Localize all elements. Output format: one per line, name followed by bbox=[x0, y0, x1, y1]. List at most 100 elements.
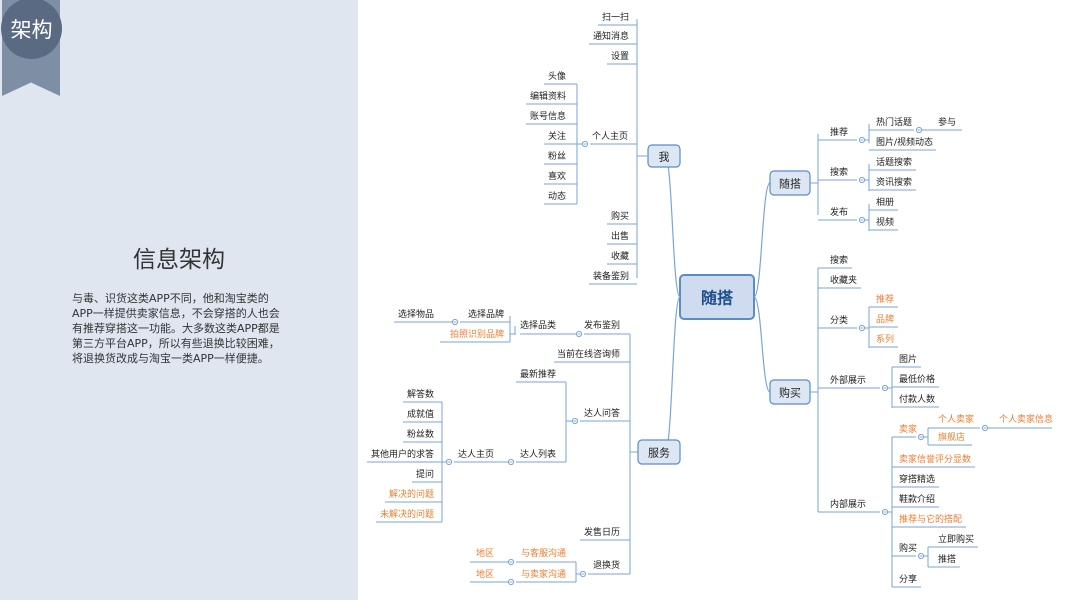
seller-label: 卖家 bbox=[899, 423, 917, 435]
personal-item-label: 账号信息 bbox=[530, 110, 566, 122]
external-display-label: 外部展示 bbox=[830, 374, 866, 386]
expert-home-item-label: 成就值 bbox=[407, 408, 434, 420]
collapse-toggle-icon[interactable] bbox=[571, 417, 579, 425]
recommend-label: 推荐 bbox=[830, 126, 848, 138]
suida-search-item-label: 资讯搜索 bbox=[876, 176, 912, 188]
me-item-label: 购买 bbox=[611, 210, 629, 222]
select-item-label: 选择物品 bbox=[398, 308, 434, 320]
me-item-label: 装备鉴别 bbox=[593, 270, 629, 282]
expert-qa-label: 达人问答 bbox=[584, 407, 620, 419]
collapse-toggle-icon[interactable] bbox=[451, 318, 459, 326]
collapse-toggle-icon[interactable] bbox=[445, 458, 453, 466]
publish-item-label: 相册 bbox=[876, 196, 894, 208]
branch-suida-label: 随搭 bbox=[779, 177, 801, 191]
branch-connector bbox=[664, 155, 681, 298]
publish-label: 发布 bbox=[830, 206, 848, 218]
collapse-toggle-icon[interactable] bbox=[917, 552, 925, 560]
me-item-label: 通知消息 bbox=[593, 30, 629, 42]
branch-connector bbox=[753, 182, 771, 298]
collapse-toggle-icon[interactable] bbox=[507, 558, 515, 566]
category-item-label: 推荐 bbox=[876, 293, 894, 305]
personal-seller-info-label: 个人卖家信息 bbox=[999, 413, 1053, 425]
suida-search-item-label: 话题搜索 bbox=[876, 156, 912, 168]
expert-home-item-label: 粉丝数 bbox=[407, 428, 434, 440]
purchase-item-label: 推搭 bbox=[938, 553, 956, 565]
internal-display-label: 内部展示 bbox=[830, 498, 866, 510]
collapse-toggle-icon[interactable] bbox=[579, 570, 587, 578]
mindmap: 随搭我扫一扫通知消息设置购买出售收藏装备鉴别个人主页头像编辑资料账号信息关注粉丝… bbox=[358, 0, 1067, 600]
personal-item-label: 关注 bbox=[548, 130, 566, 142]
category-label: 分类 bbox=[830, 314, 848, 326]
purchase-item-label: 立即购买 bbox=[938, 533, 974, 545]
collapse-toggle-icon[interactable] bbox=[917, 433, 925, 441]
collapse-toggle-icon[interactable] bbox=[858, 324, 866, 332]
purchase-label: 购买 bbox=[899, 542, 917, 554]
external-item-label: 付款人数 bbox=[899, 393, 935, 405]
personal-item-label: 粉丝 bbox=[548, 150, 566, 162]
me-item-label: 收藏 bbox=[611, 250, 629, 262]
branch-connector bbox=[664, 296, 681, 453]
publish-item-label: 视频 bbox=[876, 216, 894, 228]
section-badge: 架构 bbox=[1, 0, 62, 59]
expert-home-item-label: 解答数 bbox=[407, 388, 434, 400]
join-label: 参与 bbox=[938, 116, 956, 128]
region-label: 地区 bbox=[476, 568, 494, 580]
collapse-toggle-icon[interactable] bbox=[507, 458, 515, 466]
consultant-label: 当前在线咨询师 bbox=[557, 348, 620, 360]
root-node-label: 随搭 bbox=[701, 289, 734, 308]
collapse-toggle-icon[interactable] bbox=[858, 176, 866, 184]
personal-item-label: 喜欢 bbox=[548, 170, 566, 182]
collapse-toggle-icon[interactable] bbox=[581, 140, 589, 148]
collapse-toggle-icon[interactable] bbox=[858, 216, 866, 224]
category-item-label: 系列 bbox=[876, 333, 894, 345]
personal-item-label: 动态 bbox=[548, 190, 566, 202]
slide-description: 与毒、识货这类APP不同，他和淘宝类的APP一样提供卖家信息，不会穿搭的人也会有… bbox=[72, 292, 280, 365]
mindmap-canvas: 随搭我扫一扫通知消息设置购买出售收藏装备鉴别个人主页头像编辑资料账号信息关注粉丝… bbox=[358, 0, 1067, 600]
branch-connector bbox=[753, 296, 771, 393]
collapse-toggle-icon[interactable] bbox=[507, 578, 515, 586]
flagship-label: 旗舰店 bbox=[938, 431, 965, 443]
share-label: 分享 bbox=[899, 573, 917, 585]
branch-service-label: 服务 bbox=[648, 447, 670, 460]
photo-recognition-label: 拍照识别品牌 bbox=[450, 328, 504, 340]
latest-recommend-label: 最新推荐 bbox=[520, 368, 556, 380]
personal-item-label: 编辑资料 bbox=[530, 90, 566, 102]
seller-chat-label: 与卖家沟通 bbox=[521, 568, 566, 580]
collapse-toggle-icon[interactable] bbox=[575, 330, 583, 338]
seller-score-label: 卖家信誉评分显数 bbox=[899, 453, 971, 465]
select-category-label: 选择品类 bbox=[520, 319, 556, 331]
personal-seller-label: 个人卖家 bbox=[938, 413, 974, 425]
expert-list-label: 达人列表 bbox=[520, 448, 556, 460]
personal-item-label: 头像 bbox=[548, 70, 566, 82]
release-calendar-label: 发售日历 bbox=[584, 526, 620, 538]
me-item-label: 出售 bbox=[611, 230, 629, 242]
service-chat-label: 与客服沟通 bbox=[521, 547, 566, 559]
favorites-label: 收藏夹 bbox=[830, 274, 857, 286]
category-item-label: 品牌 bbox=[876, 313, 894, 325]
me-item-label: 设置 bbox=[611, 51, 629, 62]
external-item-label: 图片 bbox=[899, 353, 917, 365]
collapse-toggle-icon[interactable] bbox=[915, 126, 923, 134]
branch-buy-label: 购买 bbox=[779, 386, 801, 400]
select-brand-label: 选择品牌 bbox=[468, 308, 504, 320]
me-item-label: 扫一扫 bbox=[602, 11, 629, 23]
expert-home-label: 达人主页 bbox=[458, 448, 494, 460]
collapse-toggle-icon[interactable] bbox=[881, 508, 889, 516]
suida-search-label: 搜索 bbox=[830, 166, 848, 178]
branch-me-label: 我 bbox=[659, 151, 670, 164]
media-label: 图片/视频动态 bbox=[876, 136, 933, 148]
collapse-toggle-icon[interactable] bbox=[881, 384, 889, 392]
buy-search-label: 搜索 bbox=[830, 254, 848, 266]
expert-home-item-label: 其他用户的求答 bbox=[371, 448, 434, 460]
left-panel: 架构 信息架构 与毒、识货这类APP不同，他和淘宝类的APP一样提供卖家信息，不… bbox=[0, 0, 358, 600]
recommend-match-label: 推荐与它的搭配 bbox=[899, 513, 962, 525]
outfit-pick-label: 穿搭精选 bbox=[899, 473, 935, 485]
collapse-toggle-icon[interactable] bbox=[981, 424, 989, 432]
appraisal-label: 发布鉴别 bbox=[584, 319, 620, 331]
hot-topic-label: 热门话题 bbox=[876, 116, 912, 128]
expert-home-item-label: 解决的问题 bbox=[389, 488, 434, 500]
collapse-toggle-icon[interactable] bbox=[858, 136, 866, 144]
expert-home-item-label: 未解决的问题 bbox=[380, 508, 434, 520]
personal-home-label: 个人主页 bbox=[592, 130, 628, 142]
shoe-intro-label: 鞋款介绍 bbox=[899, 493, 935, 505]
